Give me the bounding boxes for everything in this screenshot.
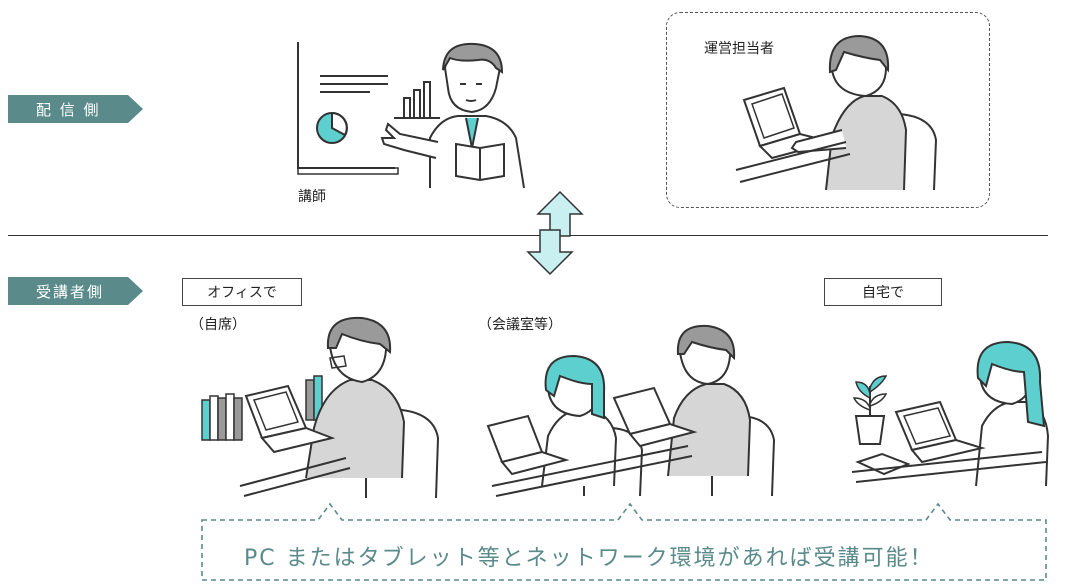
receiver-section-tag: 受講者側 <box>8 277 143 305</box>
receiver-section-label: 受講者側 <box>36 282 105 301</box>
office-label: オフィスで <box>182 278 302 306</box>
operator-label: 運営担当者 <box>704 41 774 57</box>
lecturer-label: 講師 <box>298 189 326 205</box>
receiver-tag-shape <box>8 277 143 305</box>
lecturer-illustration <box>297 42 525 189</box>
office-sub-label: （自席） <box>190 317 246 333</box>
operator-box <box>666 12 990 208</box>
bar-chart-icon <box>394 81 440 119</box>
sender-section-tag: 配 信 側 <box>8 95 143 123</box>
banner-frame <box>201 502 1047 581</box>
pie-chart-icon <box>316 111 348 144</box>
plant-icon <box>852 375 888 445</box>
home-illustration <box>851 340 1050 487</box>
section-divider <box>8 235 1048 236</box>
home-label: 自宅で <box>824 278 942 306</box>
meeting-room-illustration <box>486 324 776 497</box>
meeting-room-sub-label: （会議室等） <box>478 317 562 333</box>
operator-illustration <box>735 34 938 191</box>
sender-section-label: 配 信 側 <box>36 100 101 119</box>
sender-tag-shape <box>8 95 143 123</box>
double-arrow-icon <box>526 190 584 276</box>
banner-text: PC またはタブレット等とネットワーク環境があれば受講可能！ <box>244 546 934 571</box>
office-illustration <box>201 316 440 499</box>
